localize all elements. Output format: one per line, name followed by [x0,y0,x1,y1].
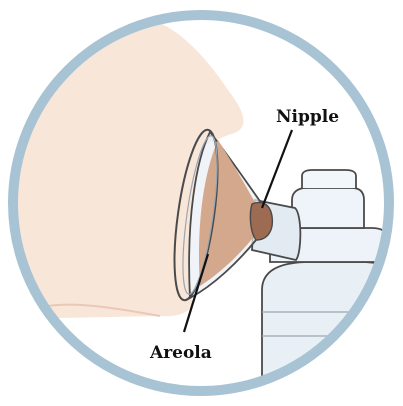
nipple-illustration [250,203,272,241]
pump-top-valve [302,170,356,188]
nipple-label: Nipple [276,107,339,127]
pump-neck [292,188,364,228]
areola-label: Areola [149,343,212,363]
